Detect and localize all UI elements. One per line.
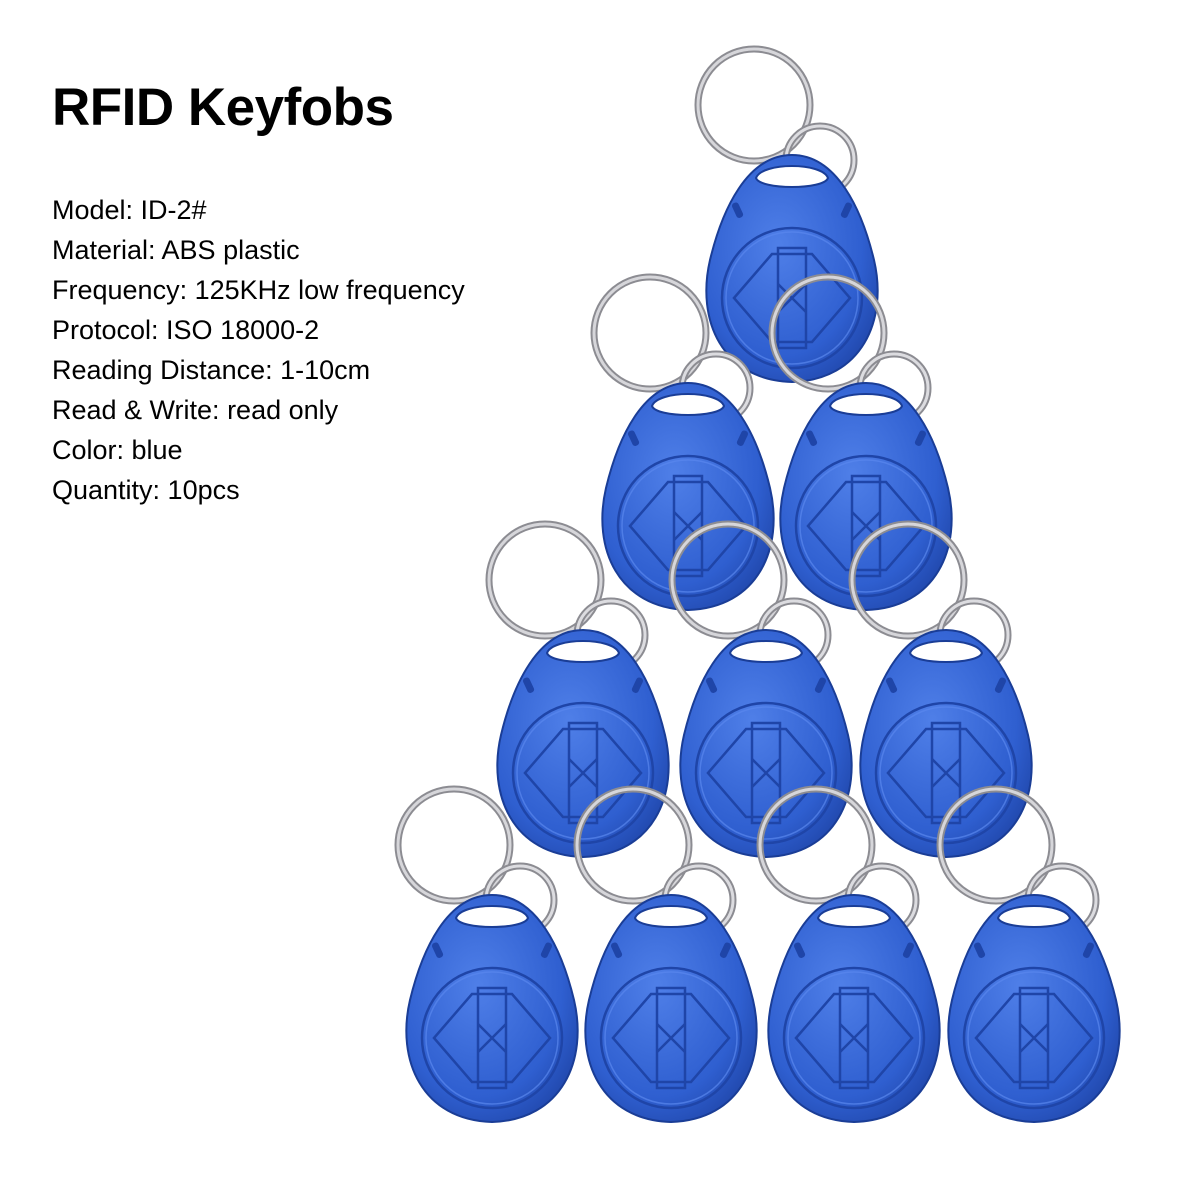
spec-reading-distance: Reading Distance: 1-10cm [52, 355, 371, 385]
product-title: RFID Keyfobs [52, 78, 394, 137]
spec-protocol: Protocol: ISO 18000-2 [52, 315, 320, 345]
spec-material: Material: ABS plastic [52, 235, 300, 265]
spec-quantity: Quantity: 10pcs [52, 475, 240, 505]
spec-color: Color: blue [52, 435, 183, 465]
keyfob-1 [698, 49, 878, 382]
spec-frequency: Frequency: 125KHz low frequency [52, 275, 465, 305]
spec-model: Model: ID-2# [52, 195, 207, 225]
spec-read-write: Read & Write: read only [52, 395, 339, 425]
spec-list: Model: ID-2# Material: ABS plastic Frequ… [52, 190, 465, 510]
